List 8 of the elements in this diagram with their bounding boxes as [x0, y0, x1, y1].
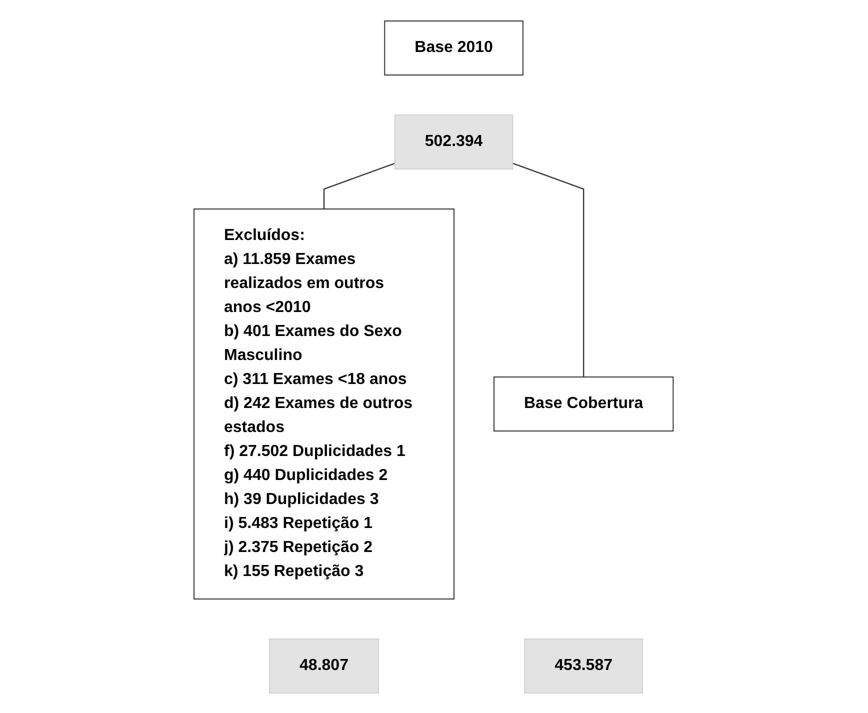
connector — [324, 162, 396, 208]
node-box: 453.587 — [524, 638, 644, 693]
connector — [512, 162, 585, 376]
node-box: Base 2010 — [384, 20, 524, 75]
node-box: 502.394 — [394, 114, 514, 169]
node-box: 48.807 — [269, 638, 380, 693]
node-box: Excluídos: a) 11.859 Exames realizados em outros anos <2010 b) 401 Exames do Sexo Masculino c) 311 Exames <18 anos d) 242 Exames de outros estados f) 27.502 Duplicidades 1 g) 440 Duplicidades 2 h) 39 Duplicidades 3 i) 5.483 Repetição 1 j) 2.375 Repetição 2 k) 155 Repetição 3 — [194, 208, 455, 599]
node-box: Base Cobertura — [494, 376, 674, 431]
